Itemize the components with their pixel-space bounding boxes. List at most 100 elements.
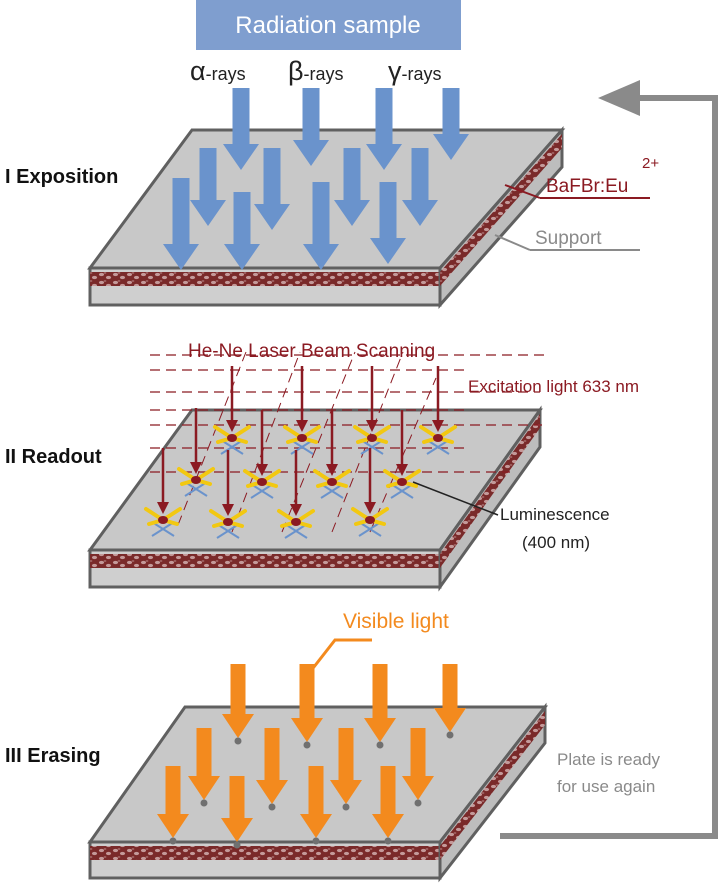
excitation-arrow-head (364, 502, 376, 514)
excited-center (365, 516, 375, 524)
luminescence-ray (426, 439, 450, 455)
luminescence-center (383, 469, 421, 499)
luminescence-ray (390, 483, 414, 499)
excited-center (291, 518, 301, 526)
excitation-label: Excitation light 633 nm (468, 377, 639, 396)
visible-light-arrow (222, 664, 254, 738)
excitation-arrow-head (290, 504, 302, 516)
luminescence-center (353, 425, 391, 455)
excited-center (397, 478, 407, 486)
visible-light-arrow (256, 728, 288, 804)
return-arrow-line (500, 95, 718, 839)
radiation-arrows (163, 88, 469, 270)
excited-center (297, 434, 307, 442)
ready-label-line2: for use again (557, 777, 655, 796)
visible-light-arrow (372, 766, 404, 838)
beta-rays-label: β-rays (288, 56, 344, 86)
luminescence-ray (250, 483, 274, 499)
stage-erasing-label: III Erasing (5, 745, 101, 767)
luminescence-ray (220, 439, 244, 455)
trap-dot (342, 803, 350, 811)
visible-light-arrow (402, 728, 434, 800)
luminescence-ray (216, 523, 240, 539)
radiation-arrow (334, 148, 370, 226)
luminescence-center (243, 469, 281, 499)
radiation-arrow (190, 148, 226, 226)
radiation-arrow (254, 148, 290, 230)
trap-dot (312, 837, 320, 845)
excited-center (227, 434, 237, 442)
radiation-arrow (223, 88, 259, 170)
return-arrow-head (598, 80, 640, 116)
stage-readout-label: II Readout (5, 446, 102, 468)
trap-dot (303, 741, 311, 749)
luminescence-label-line1: Luminescence (500, 505, 610, 524)
luminescence-leader (412, 481, 499, 516)
stage-exposition-label: I Exposition (5, 166, 118, 188)
laser-scan-diagonal (331, 351, 404, 533)
luminescence-center (177, 467, 215, 497)
support-label: Support (535, 228, 602, 249)
visible-light-arrow (300, 766, 332, 838)
excited-center (327, 478, 337, 486)
trap-dot (268, 803, 276, 811)
visible-light-label: Visible light (343, 610, 449, 633)
trap-dot (233, 841, 241, 849)
visible-light-arrow (221, 776, 253, 842)
laser-scan-diagonal (231, 351, 301, 533)
alpha-rays-label: α-rays (190, 56, 246, 86)
luminescence-ray (358, 521, 382, 537)
support-leader (494, 234, 531, 251)
phosphor-superscript: 2+ (642, 155, 659, 172)
visible-light-arrow (188, 728, 220, 800)
visible-light-leader (308, 638, 372, 673)
excitation-arrow-head (366, 420, 378, 432)
luminescence-center (213, 425, 251, 455)
radiation-arrow (224, 192, 260, 270)
excitation-arrow-head (226, 420, 238, 432)
trap-dot (414, 799, 422, 807)
visible-light-arrow (364, 664, 396, 742)
excitation-arrow-head (432, 420, 444, 432)
radiation-arrow (402, 148, 438, 226)
luminescence-ray (360, 439, 384, 455)
excited-center (433, 434, 443, 442)
luminescence-ray (151, 521, 175, 537)
title-box (196, 0, 461, 50)
excitation-arrow-head (396, 464, 408, 476)
luminescence-center (313, 469, 351, 499)
excited-center (158, 516, 168, 524)
gamma-rays-label: γ-rays (388, 56, 442, 86)
visible-light-arrows (157, 664, 466, 849)
laser-label: He-Ne Laser Beam Scanning (188, 341, 435, 362)
luminescence-ray (290, 439, 314, 455)
excitation-arrow-head (256, 464, 268, 476)
trap-dot (200, 799, 208, 807)
luminescence-center (419, 425, 457, 455)
visible-light-arrow (157, 766, 189, 838)
readout-layer (144, 351, 545, 539)
excitation-arrow-head (296, 420, 308, 432)
luminescence-ray (184, 481, 208, 497)
trap-dot (234, 737, 242, 745)
trap-dot (169, 837, 177, 845)
excited-center (257, 478, 267, 486)
visible-light-arrow (330, 728, 362, 804)
luminescence-label-line2: (400 nm) (522, 533, 590, 552)
radiation-arrow (370, 182, 406, 264)
phosphor-leader (504, 184, 541, 199)
excitation-arrow-head (326, 464, 338, 476)
excited-center (223, 518, 233, 526)
luminescence-center (351, 507, 389, 537)
excitation-arrow-head (190, 462, 202, 474)
phosphor-label: BaFBr:Eu (546, 176, 628, 197)
luminescence-center (277, 509, 315, 539)
radiation-arrow (293, 88, 329, 166)
radiation-arrow (366, 88, 402, 170)
excited-center (191, 476, 201, 484)
excited-center (367, 434, 377, 442)
excitation-arrow-head (157, 502, 169, 514)
luminescence-ray (320, 483, 344, 499)
luminescence-ray (284, 523, 308, 539)
